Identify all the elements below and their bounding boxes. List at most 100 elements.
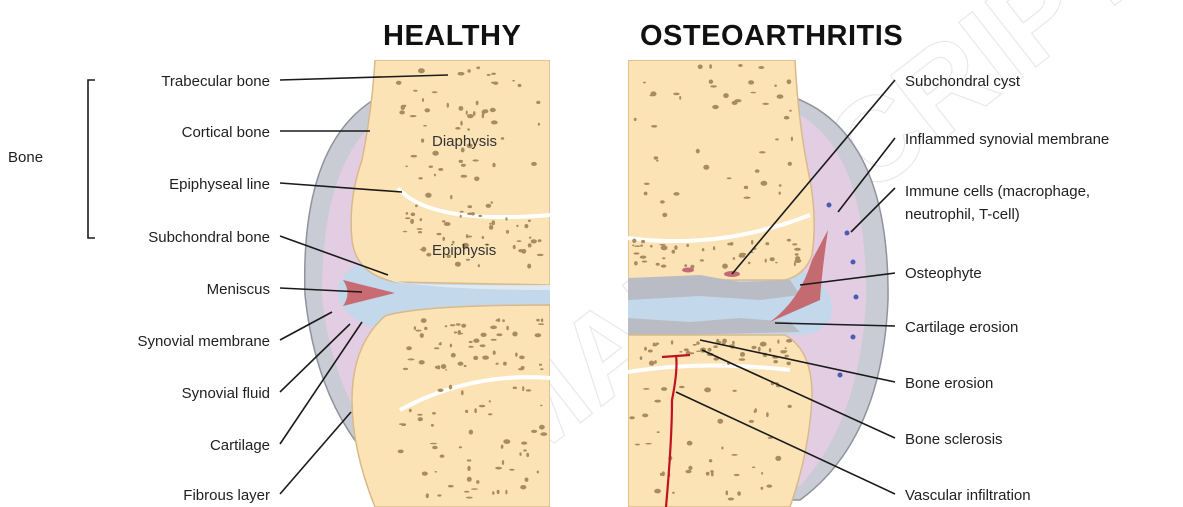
trabecular-dot <box>643 388 649 390</box>
trabecular-dot <box>478 215 482 217</box>
trabecular-dot <box>505 217 507 220</box>
trabecular-dot <box>422 98 424 102</box>
trabecular-dot <box>654 489 661 494</box>
trabecular-dot <box>512 80 515 82</box>
trabecular-dot <box>661 387 667 391</box>
trabecular-dot <box>468 346 474 348</box>
trabecular-dot <box>496 363 499 365</box>
trabecular-dot <box>641 240 645 243</box>
trabecular-dot <box>449 385 452 390</box>
trabecular-dot <box>491 82 497 84</box>
trabecular-dot <box>405 165 407 167</box>
label-cartilage-erosion: Cartilage erosion <box>905 319 1018 336</box>
trabecular-dot <box>459 106 464 111</box>
trabecular-dot <box>461 175 468 178</box>
trabecular-dot <box>786 362 791 366</box>
trabecular-dot <box>513 387 517 390</box>
trabecular-dot <box>703 165 709 170</box>
trabecular-dot <box>731 454 737 456</box>
trabecular-dot <box>536 101 540 104</box>
trabecular-dot <box>515 353 518 357</box>
trabecular-dot <box>466 111 468 115</box>
trabecular-dot <box>785 347 787 349</box>
trabecular-dot <box>662 257 665 259</box>
trabecular-dot <box>525 478 529 482</box>
trabecular-dot <box>784 116 790 120</box>
trabecular-dot <box>709 80 713 84</box>
trabecular-dot <box>418 177 422 179</box>
label-immune-cells-line1: Immune cells (macrophage, <box>905 183 1090 200</box>
trabecular-dot <box>693 344 697 346</box>
trabecular-dot <box>737 491 741 495</box>
trabecular-dot <box>501 445 504 449</box>
trabecular-dot <box>448 485 454 488</box>
trabecular-dot <box>716 339 719 343</box>
trabecular-dot <box>421 318 427 323</box>
trabecular-dot <box>696 351 700 353</box>
trabecular-dot <box>472 159 478 161</box>
trabecular-dot <box>775 138 779 140</box>
trabecular-dot <box>662 213 667 217</box>
trabecular-dot <box>401 105 405 110</box>
trabecular-dot <box>645 443 652 445</box>
trabecular-dot <box>432 151 438 156</box>
trabecular-dot <box>662 471 665 476</box>
trabecular-dot <box>417 228 423 230</box>
trabecular-dot <box>461 324 466 328</box>
trabecular-dot <box>411 213 416 217</box>
trabecular-dot <box>445 369 447 371</box>
trabecular-dot <box>482 113 484 118</box>
trabecular-dot <box>497 490 500 494</box>
trabecular-dot <box>528 243 532 247</box>
trabecular-dot <box>491 120 498 124</box>
trabecular-dot <box>506 326 509 331</box>
trabecular-dot <box>431 424 434 427</box>
trabecular-dot <box>750 92 756 94</box>
trabecular-dot <box>673 93 679 96</box>
trabecular-dot <box>765 259 767 263</box>
trabecular-dot <box>467 128 470 130</box>
trabecular-dot <box>415 330 421 332</box>
trabecular-dot <box>634 245 641 247</box>
trabecular-dot <box>437 494 441 496</box>
trabecular-dot <box>629 416 635 419</box>
trabecular-dot <box>410 219 414 224</box>
trabecular-dot <box>522 386 524 391</box>
trabecular-dot <box>642 261 647 263</box>
trabecular-dot <box>794 248 801 251</box>
trabecular-dot <box>762 103 769 105</box>
trabecular-dot <box>460 121 462 126</box>
trabecular-dot <box>481 333 487 337</box>
trabecular-dot <box>430 443 437 445</box>
trabecular-dot <box>480 344 486 347</box>
trabecular-dot <box>523 449 527 451</box>
trabecular-dot <box>528 220 531 222</box>
trabecular-dot <box>442 220 446 222</box>
trabecular-dot <box>399 110 405 114</box>
trabecular-dot <box>660 200 665 203</box>
trabecular-dot <box>540 368 543 370</box>
trabecular-dot <box>661 245 668 250</box>
trabecular-dot <box>437 233 442 235</box>
trabecular-dot <box>409 409 412 412</box>
title-osteoarthritis: OSTEOARTHRITIS <box>640 20 903 52</box>
trabecular-dot <box>407 358 414 360</box>
trabecular-dot <box>459 160 463 163</box>
trabecular-dot <box>635 444 640 446</box>
trabecular-dot <box>686 244 689 247</box>
title-healthy: HEALTHY <box>383 20 521 52</box>
label-cartilage: Cartilage <box>210 437 270 454</box>
trabecular-dot <box>758 347 761 352</box>
trabecular-dot <box>438 168 443 171</box>
trabecular-dot <box>727 177 732 179</box>
trabecular-dot <box>447 103 449 108</box>
trabecular-dot <box>491 73 496 75</box>
trabecular-dot <box>654 360 657 364</box>
trabecular-dot <box>770 257 775 261</box>
trabecular-dot <box>775 262 777 264</box>
trabecular-dot <box>521 249 526 254</box>
trabecular-dot <box>679 351 682 353</box>
trabecular-dot <box>467 213 473 216</box>
trabecular-dot <box>536 319 540 322</box>
bone-group-bracket <box>88 80 95 238</box>
